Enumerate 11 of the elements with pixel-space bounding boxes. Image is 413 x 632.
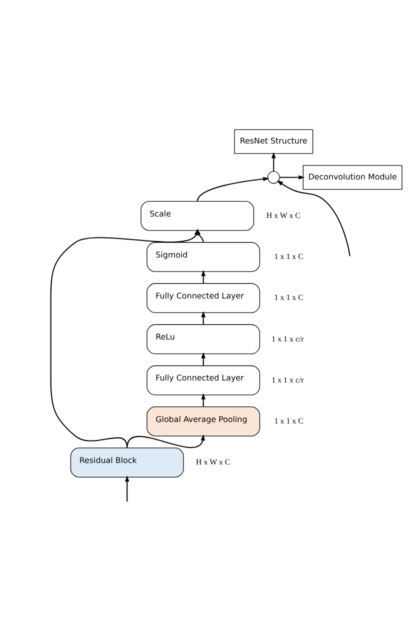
- node-circle: [267, 171, 280, 184]
- arrow: [272, 152, 276, 172]
- arrow: [124, 476, 130, 502]
- arrow: [50, 228, 198, 448]
- arrow: [196, 176, 270, 202]
- arrow: [280, 175, 305, 180]
- arrow: [201, 393, 206, 407]
- arrow: [201, 270, 206, 284]
- arrow: [126, 434, 205, 448]
- arrow: [201, 311, 206, 325]
- arrow: [276, 180, 350, 256]
